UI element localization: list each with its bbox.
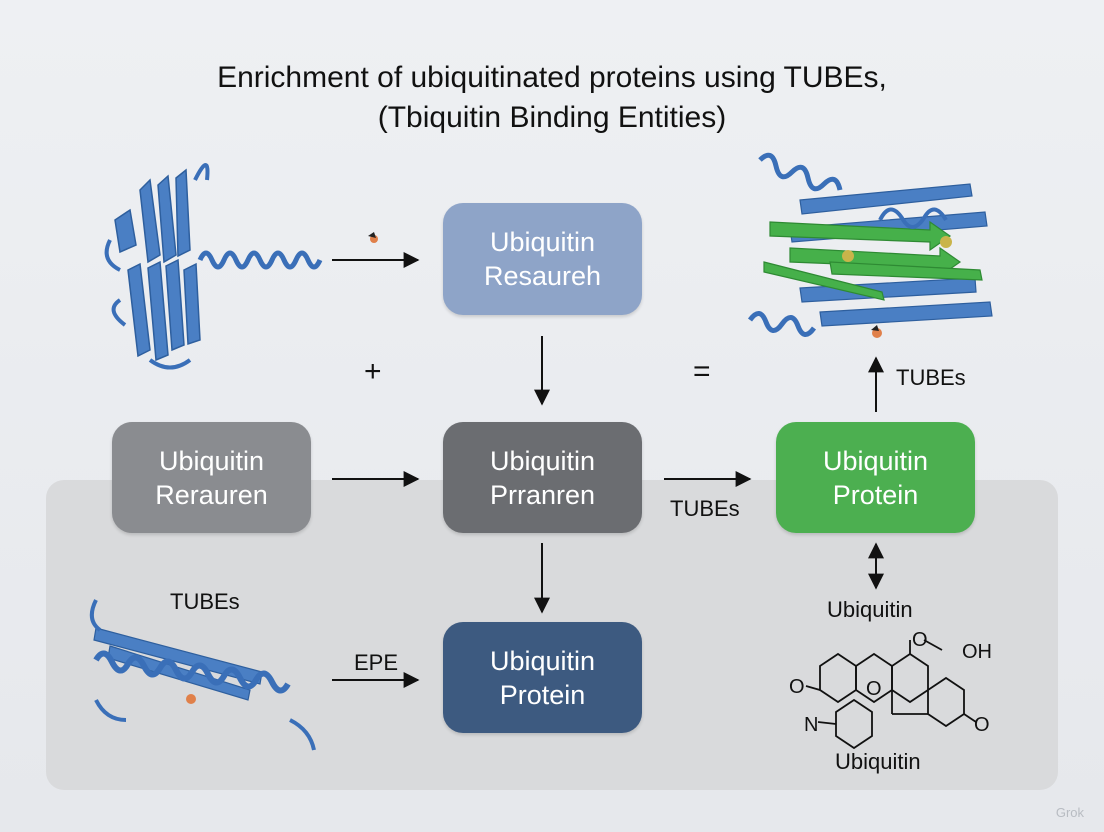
protein-structure-top-right xyxy=(747,152,993,337)
plus-symbol: + xyxy=(364,355,382,388)
label-o-top: O xyxy=(912,629,928,651)
label-o-right: O xyxy=(974,714,990,736)
box-ubiquitin-research-top: Ubiquitin Resaureh xyxy=(443,203,642,315)
label-ubiquitin-lower: Ubiquitin xyxy=(835,749,921,774)
box-ubiquitin-rerauren: Ubiquitin Rerauren xyxy=(112,422,311,533)
label-o-ring: O xyxy=(866,678,882,700)
title-line-2: (Tbiquitin Binding Entities) xyxy=(377,101,727,134)
box-line-1: Ubiquitin xyxy=(489,645,596,676)
label-o-left: O xyxy=(789,676,805,698)
diagram-title: Enrichment of ubiquitinated proteins usi… xyxy=(0,58,1104,138)
label-n: N xyxy=(804,714,819,736)
label-epe: EPE xyxy=(354,650,399,675)
box-line-2: Prranren xyxy=(489,479,596,510)
box-ubiquitin-protein-navy: Ubiquitin Protein xyxy=(443,622,642,733)
box-line-1: Ubiquitin xyxy=(489,445,596,476)
box-line-1: Ubiquitin xyxy=(822,445,929,476)
label-tubes-mid-arrow: TUBEs xyxy=(670,496,740,521)
box-line-2: Rerauren xyxy=(155,479,268,510)
box-line-1: Ubiquitin xyxy=(158,445,265,476)
equals-symbol: = xyxy=(693,355,711,388)
marker-dots xyxy=(368,232,882,338)
label-tubes-lower-left: TUBEs xyxy=(170,589,240,614)
box-line-2: Resaureh xyxy=(483,261,602,291)
title-line-1: Enrichment of ubiquitinated proteins usi… xyxy=(217,61,887,94)
label-tubes-upper-right: TUBEs xyxy=(896,365,966,390)
box-line-2: Protein xyxy=(832,479,919,510)
box-line-2: Protein xyxy=(499,679,586,710)
chemical-structure xyxy=(805,639,977,750)
label-ubiquitin-upper: Ubiquitin xyxy=(827,597,913,622)
label-oh: OH xyxy=(962,641,992,663)
arrows xyxy=(332,252,884,688)
box-line-1: Ubiquitin xyxy=(489,227,596,257)
protein-structure-bottom-left xyxy=(89,599,316,751)
watermark: Grok xyxy=(1055,805,1084,820)
box-ubiquitin-protein-green: Ubiquitin Protein xyxy=(776,422,975,533)
protein-structure-top-left xyxy=(104,163,323,370)
box-ubiquitin-prranren: Ubiquitin Prranren xyxy=(443,422,642,533)
